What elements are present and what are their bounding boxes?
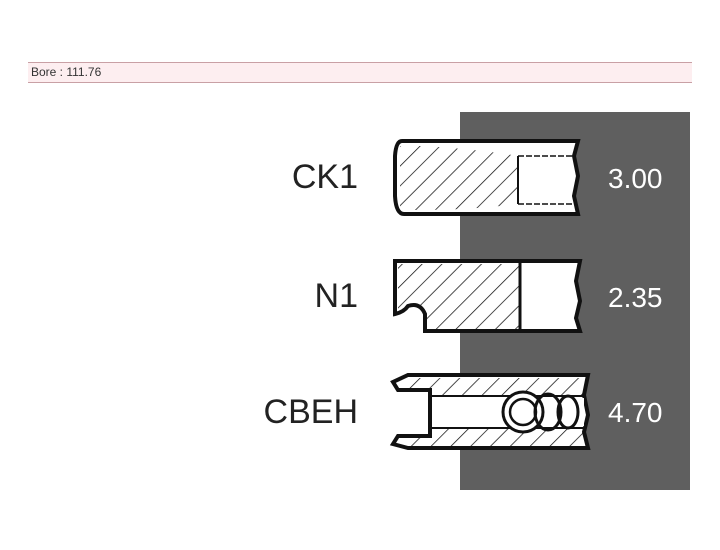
ring-label-n1: N1 bbox=[314, 277, 358, 315]
ring-label-ck1: CK1 bbox=[291, 158, 358, 196]
ring-value-n1: 2.35 bbox=[608, 282, 663, 313]
ring-label-cbeh: CBEH bbox=[263, 393, 358, 431]
cbeh-ring-profile-icon bbox=[389, 373, 591, 450]
ring-value-ck1: 3.00 bbox=[608, 163, 663, 194]
n1-ring-profile-icon bbox=[393, 259, 583, 333]
ck1-ring-profile-icon bbox=[393, 139, 581, 216]
ring-value-cbeh: 4.70 bbox=[608, 397, 663, 428]
bore-text: Bore : 111.76 bbox=[31, 65, 102, 79]
bore-bar: Bore : 111.76 bbox=[28, 62, 692, 83]
